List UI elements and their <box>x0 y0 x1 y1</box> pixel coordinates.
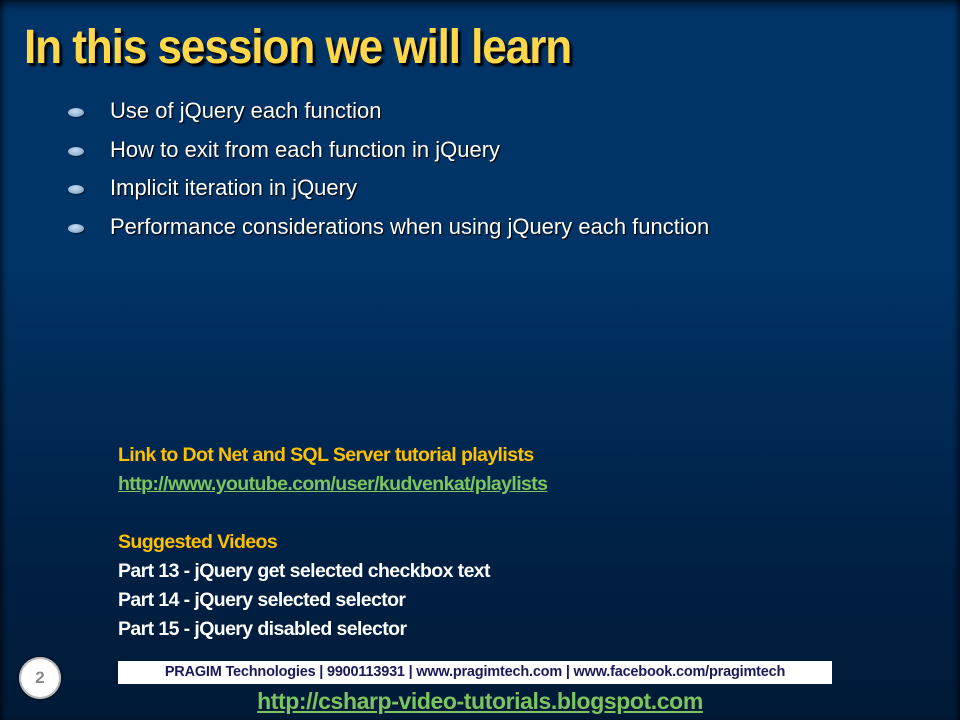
bullet-text: Use of jQuery each function <box>110 98 382 123</box>
suggested-video-item: Part 14 - jQuery selected selector <box>118 589 406 611</box>
spacer <box>118 499 547 528</box>
bullet-text: Implicit iteration in jQuery <box>110 175 357 200</box>
suggested-video-item: Part 13 - jQuery get selected checkbox t… <box>118 560 491 582</box>
footer-blog-link[interactable]: http://csharp-video-tutorials.blogspot.c… <box>257 688 703 714</box>
bullet-icon <box>68 223 84 233</box>
slide-title: In this session we will learn <box>24 21 572 74</box>
playlist-link[interactable]: http://www.youtube.com/user/kudvenkat/pl… <box>118 473 548 495</box>
footer-contact-bar: PRAGIM Technologies | 9900113931 | www.p… <box>118 661 832 684</box>
suggested-video-item: Part 15 - jQuery disabled selector <box>118 618 407 640</box>
suggested-videos-heading: Suggested Videos <box>118 531 278 553</box>
slide-number-badge: 2 <box>19 657 61 699</box>
bullet-icon <box>68 146 84 156</box>
playlist-heading: Link to Dot Net and SQL Server tutorial … <box>118 444 534 466</box>
bullet-icon <box>68 185 84 194</box>
bullet-text: How to exit from each function in jQuery <box>110 136 501 162</box>
links-block: Link to Dot Net and SQL Server tutorial … <box>118 441 548 644</box>
bullet-text: Performance considerations when using jQ… <box>110 213 710 239</box>
bullet-icon <box>68 108 84 117</box>
